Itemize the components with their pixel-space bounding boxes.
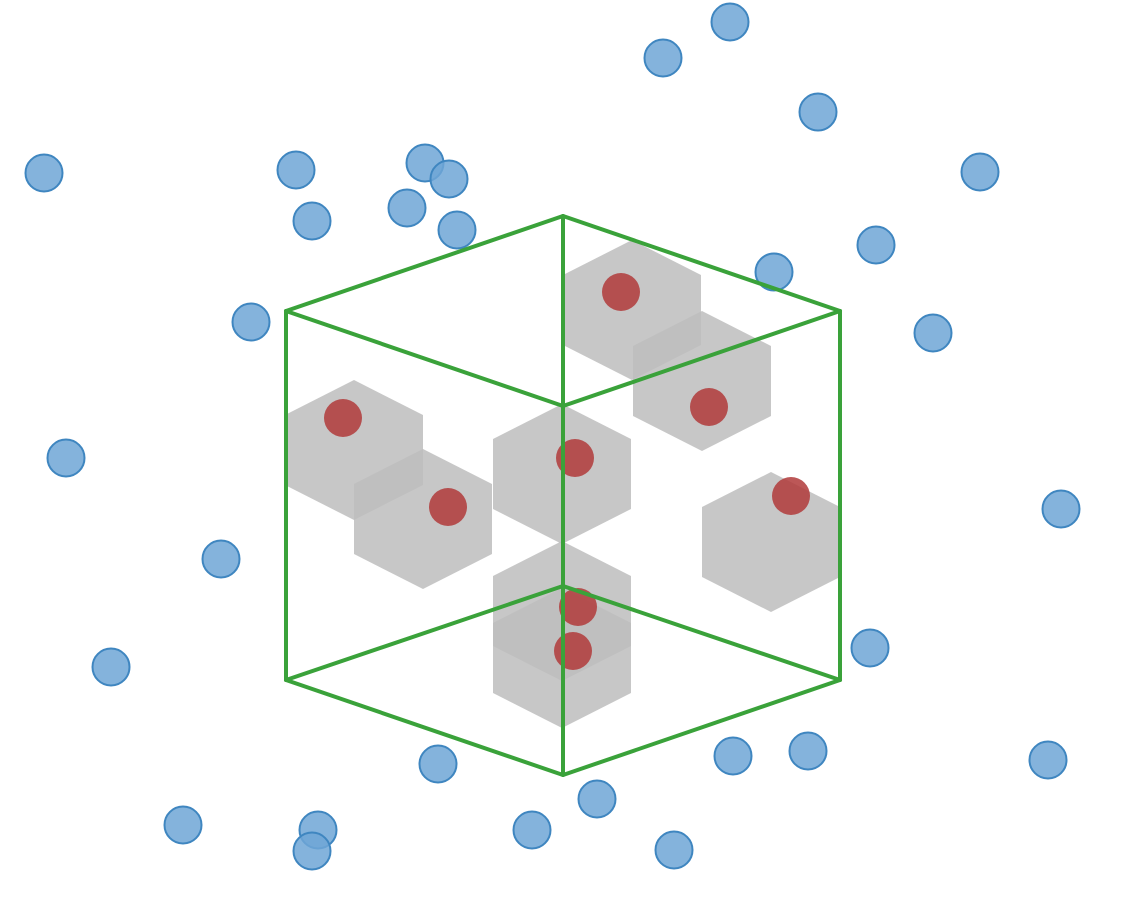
outside-particle — [292, 831, 332, 871]
outside-particle — [788, 731, 828, 771]
inside-particle — [559, 588, 597, 626]
cube-edge — [561, 678, 842, 777]
outside-particle — [24, 153, 64, 193]
cube-edge — [561, 584, 842, 682]
outside-particle — [754, 252, 794, 292]
inside-particles — [324, 273, 810, 670]
outside-particle — [1028, 740, 1068, 780]
outside-particle — [387, 188, 427, 228]
outside-particle — [91, 647, 131, 687]
cube-edge — [561, 214, 842, 313]
cube-edge — [561, 309, 842, 408]
outside-particle — [292, 201, 332, 241]
outside-particle — [429, 159, 469, 199]
outside-particle — [913, 313, 953, 353]
inside-particle — [690, 388, 728, 426]
outside-particles — [24, 2, 1081, 871]
inside-particle — [556, 439, 594, 477]
cube-wireframe — [284, 214, 842, 777]
outside-particle — [437, 210, 477, 250]
outside-particle — [276, 150, 316, 190]
outside-particle — [798, 92, 838, 132]
outside-particle — [643, 38, 683, 78]
inside-particle — [772, 477, 810, 515]
inside-particle — [429, 488, 467, 526]
outside-particle — [856, 225, 896, 265]
outside-particle — [713, 736, 753, 776]
outside-particle — [163, 805, 203, 845]
hex-cell — [702, 472, 840, 612]
outside-particle — [201, 539, 241, 579]
inside-particle — [554, 632, 592, 670]
cube-edge — [284, 309, 565, 408]
outside-particle — [512, 810, 552, 850]
outside-particle — [46, 438, 86, 478]
outside-particle — [710, 2, 750, 42]
outside-particle — [850, 628, 890, 668]
outside-particle — [654, 830, 694, 870]
outside-particle — [418, 744, 458, 784]
outside-particle — [960, 152, 1000, 192]
hexagonal-cells — [285, 240, 840, 728]
outside-particle — [577, 779, 617, 819]
cube-edge — [284, 214, 565, 313]
inside-particle — [602, 273, 640, 311]
cube-edge — [284, 584, 565, 682]
outside-particle — [231, 302, 271, 342]
outside-particle — [1041, 489, 1081, 529]
inside-particle — [324, 399, 362, 437]
hex-cell — [354, 449, 492, 589]
cube-edge — [284, 678, 565, 777]
